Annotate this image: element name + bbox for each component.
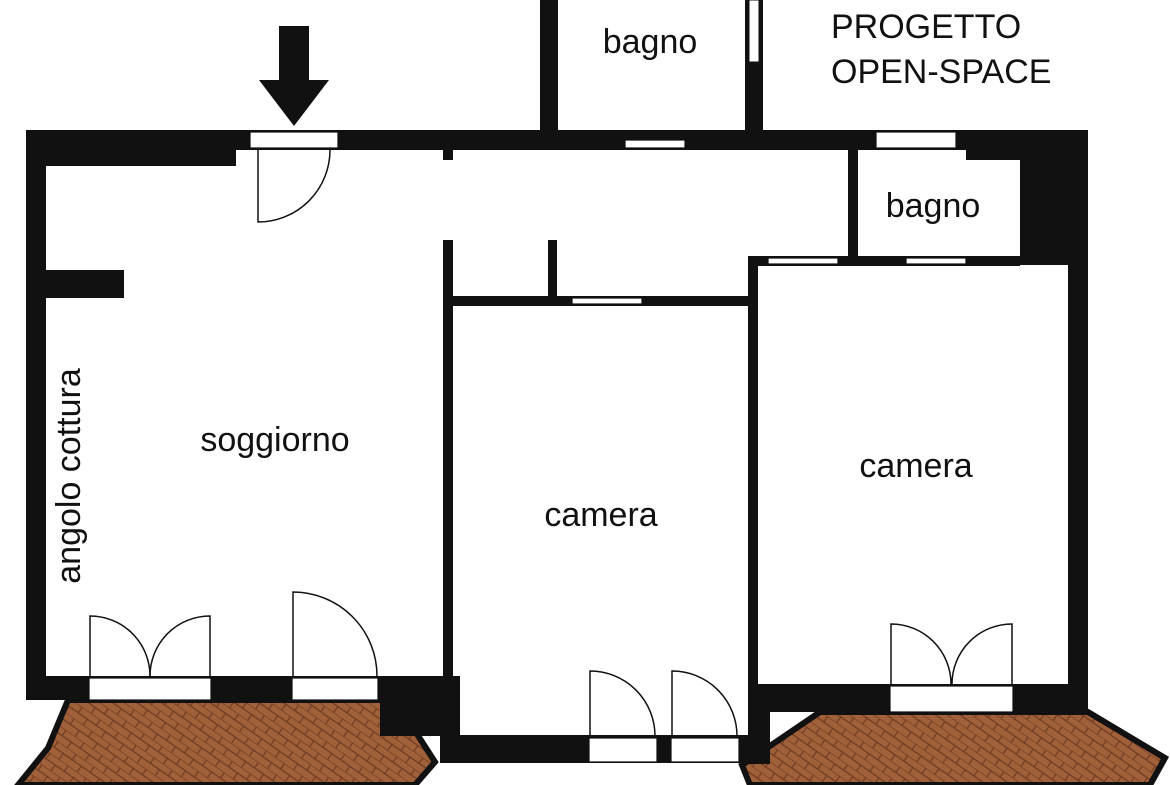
title-line-1: PROGETTO (831, 8, 1021, 46)
room-label-living: soggiorno (200, 421, 349, 459)
labels: PROGETTO OPEN-SPACE bagno bagno soggiorn… (50, 8, 1051, 584)
living-door-right (149, 615, 211, 677)
room-label-bathroom-top: bagno (603, 23, 698, 61)
living-door-left (89, 615, 151, 677)
title-line-2: OPEN-SPACE (831, 53, 1051, 91)
balconies (14, 697, 1170, 785)
bedroom-center-door-left (589, 670, 656, 737)
room-label-bedroom-right: camera (859, 447, 972, 485)
bedroom-center-door-right (671, 670, 738, 737)
room-label-bathroom-right: bagno (886, 187, 981, 225)
bedroom-right-door-right (951, 623, 1013, 685)
entrance-door (257, 149, 331, 223)
living-door-single (292, 591, 378, 677)
balcony-left (14, 697, 439, 785)
bedroom-right-door-left (890, 623, 952, 685)
entrance-arrow-icon (259, 26, 329, 126)
balcony-right (738, 709, 1170, 785)
top-bathroom-walls (540, 0, 763, 140)
door-swings (89, 149, 1013, 737)
interior-walls (443, 150, 1020, 688)
room-label-kitchen-corner: angolo cottura (50, 368, 88, 584)
room-label-bedroom-center: camera (544, 496, 657, 534)
openings (88, 131, 1014, 763)
